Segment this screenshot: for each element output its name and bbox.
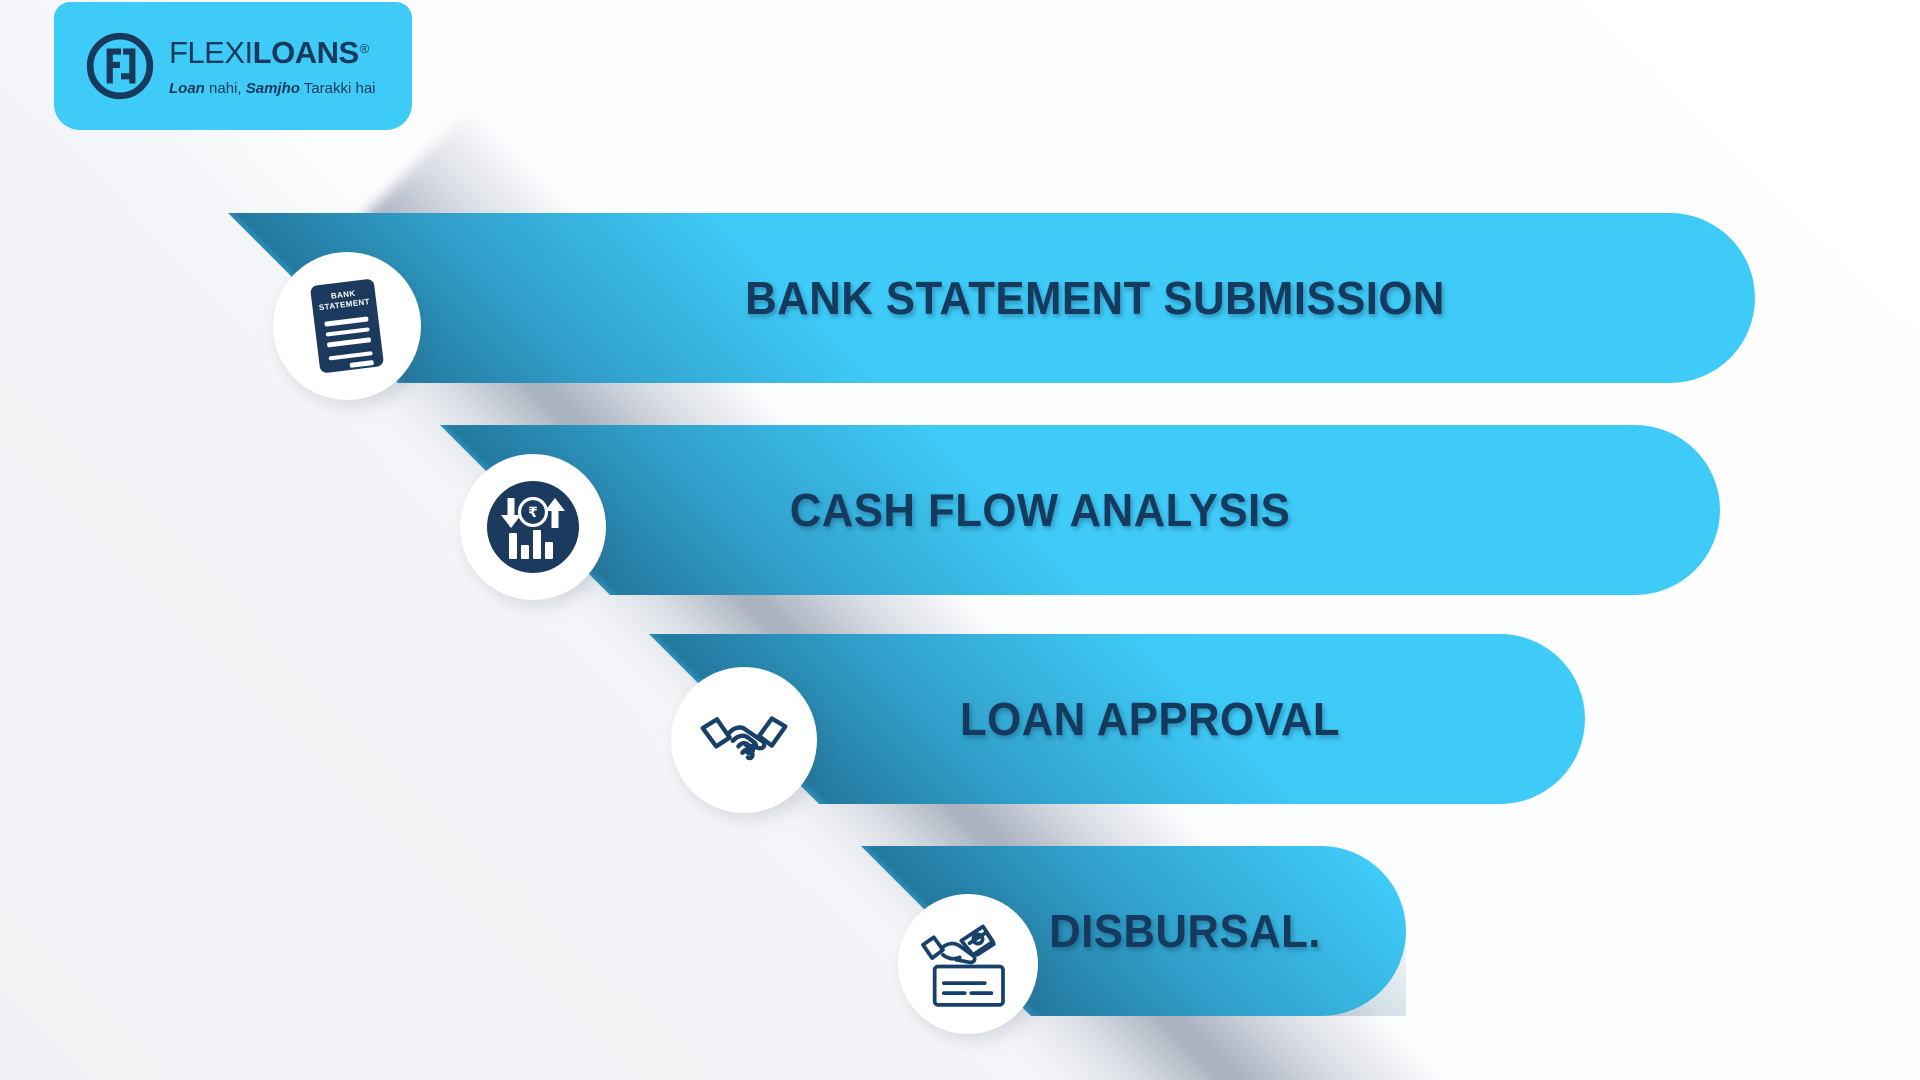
doc-line — [324, 316, 369, 327]
arrow-up-icon — [545, 498, 565, 528]
handshake-icon — [700, 716, 788, 761]
step-icon-circle-4 — [898, 894, 1038, 1034]
cash-disbursal-icon — [921, 924, 1005, 1007]
tagline-part: Tarakki hai — [299, 79, 376, 97]
rupee-symbol: ₹ — [528, 505, 538, 521]
doc-line — [325, 326, 370, 337]
bank-statement-icon: BANK STATEMENT — [309, 278, 385, 374]
flexiloans-logo: FLEXILOANS® Loan nahi, Samjho Tarakki ha… — [54, 2, 412, 130]
brand-flexi: FLEXI — [169, 34, 253, 70]
step-icon-circle-2: ₹ — [460, 454, 606, 600]
banknote-icon — [967, 930, 996, 957]
brand-text: FLEXILOANS® Loan nahi, Samjho Tarakki ha… — [169, 34, 376, 97]
tagline-part: Loan — [169, 79, 205, 97]
step-label: BANK STATEMENT SUBMISSION — [745, 272, 1445, 324]
step-icon-circle-3 — [671, 667, 817, 813]
doc-line — [349, 360, 374, 368]
doc-line — [328, 350, 373, 361]
tagline-part: nahi, — [204, 79, 246, 97]
registered-trademark: ® — [359, 40, 370, 56]
brand-wordmark: FLEXILOANS® — [169, 34, 376, 76]
step-label: LOAN APPROVAL — [959, 693, 1341, 745]
rupee-coin-icon — [517, 496, 549, 528]
tagline-part: Samjho — [245, 79, 300, 97]
step-label: DISBURSAL. — [1049, 905, 1321, 957]
step-label: CASH FLOW ANALYSIS — [789, 484, 1291, 536]
arrow-down-icon — [501, 498, 521, 528]
brand-tagline: Loan nahi, Samjho Tarakki hai — [169, 80, 376, 97]
bar-chart-icon — [509, 530, 553, 559]
cheque-icon — [932, 964, 1005, 1007]
step-bar-bank-statement-submission: BANK STATEMENT SUBMISSION — [228, 213, 1755, 383]
step-bar-cash-flow-analysis: CASH FLOW ANALYSIS — [440, 425, 1720, 595]
cash-flow-analysis-icon: ₹ — [487, 481, 579, 573]
doc-line — [326, 337, 372, 348]
hand-icon — [939, 941, 977, 965]
brand-loans: LOANS — [252, 34, 360, 70]
flexiloans-emblem-icon — [86, 32, 154, 100]
cuff-icon — [921, 935, 945, 961]
step-icon-circle-1: BANK STATEMENT — [273, 252, 421, 400]
